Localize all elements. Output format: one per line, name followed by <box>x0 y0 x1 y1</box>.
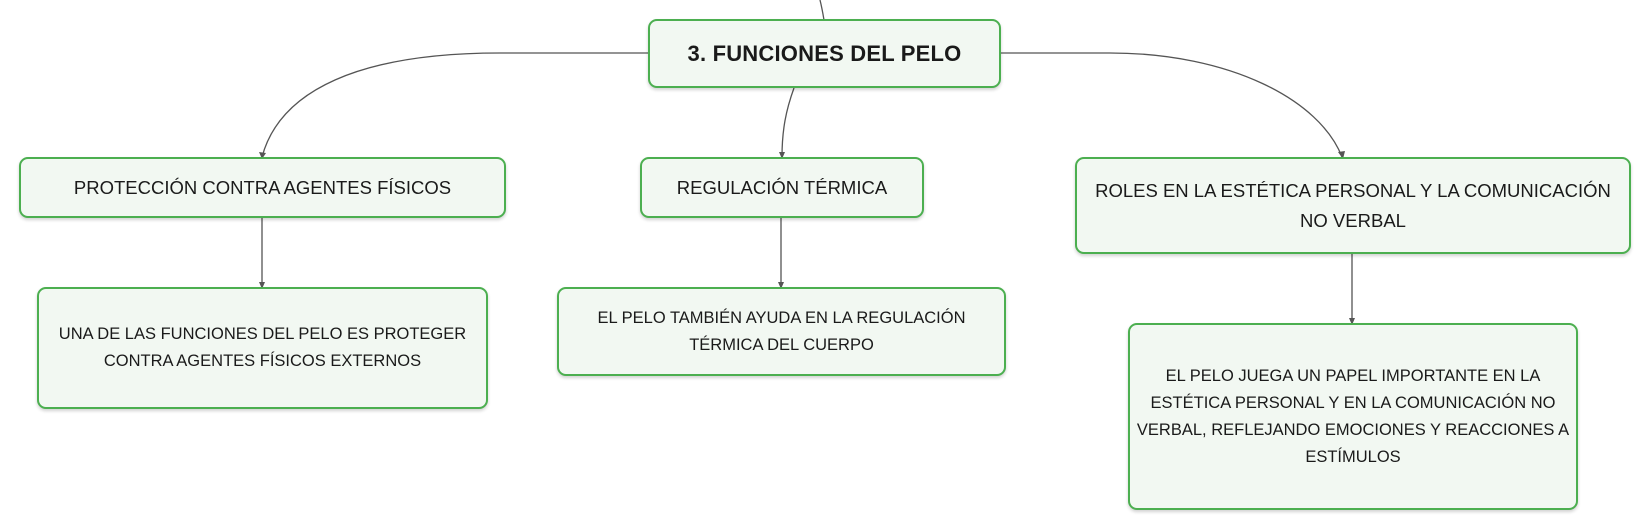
root-topic-label: 3. FUNCIONES DEL PELO <box>687 40 962 66</box>
connector-root-to-branch-3 <box>1001 52 1343 158</box>
detail-text-roles: EL PELO JUEGA UN PAPEL IMPORTANTE EN LA … <box>1136 366 1570 466</box>
arrowhead-branch-1 <box>259 152 266 159</box>
detail-text-regulacion: EL PELO TAMBIÉN AYUDA EN LA REGULACIÓN T… <box>597 308 966 354</box>
branch-node-roles[interactable]: ROLES EN LA ESTÉTICA PERSONAL Y LA COMUN… <box>1075 157 1631 254</box>
branch-node-regulacion[interactable]: REGULACIÓN TÉRMICA <box>640 157 924 218</box>
branch-node-proteccion[interactable]: PROTECCIÓN CONTRA AGENTES FÍSICOS <box>19 157 506 218</box>
connector-root-to-branch-2 <box>781 87 795 158</box>
arrowhead-detail-1 <box>259 282 265 289</box>
connector-root-to-branch-1 <box>261 52 648 158</box>
detail-text-proteccion: UNA DE LAS FUNCIONES DEL PELO ES PROTEGE… <box>58 325 467 370</box>
arrowhead-detail-2 <box>778 282 784 289</box>
detail-node-proteccion[interactable]: UNA DE LAS FUNCIONES DEL PELO ES PROTEGE… <box>37 287 488 409</box>
branch-label-proteccion: PROTECCIÓN CONTRA AGENTES FÍSICOS <box>73 176 452 198</box>
arrowhead-branch-2 <box>779 152 785 159</box>
connector-parent-to-root <box>819 0 825 21</box>
branch-label-regulacion: REGULACIÓN TÉRMICA <box>676 176 888 198</box>
root-topic-node[interactable]: 3. FUNCIONES DEL PELO <box>648 19 1001 88</box>
branch-label-roles: ROLES EN LA ESTÉTICA PERSONAL Y LA COMUN… <box>1095 179 1611 231</box>
arrowhead-detail-3 <box>1349 318 1355 325</box>
detail-node-regulacion[interactable]: EL PELO TAMBIÉN AYUDA EN LA REGULACIÓN T… <box>557 287 1006 376</box>
detail-node-roles[interactable]: EL PELO JUEGA UN PAPEL IMPORTANTE EN LA … <box>1128 323 1578 510</box>
